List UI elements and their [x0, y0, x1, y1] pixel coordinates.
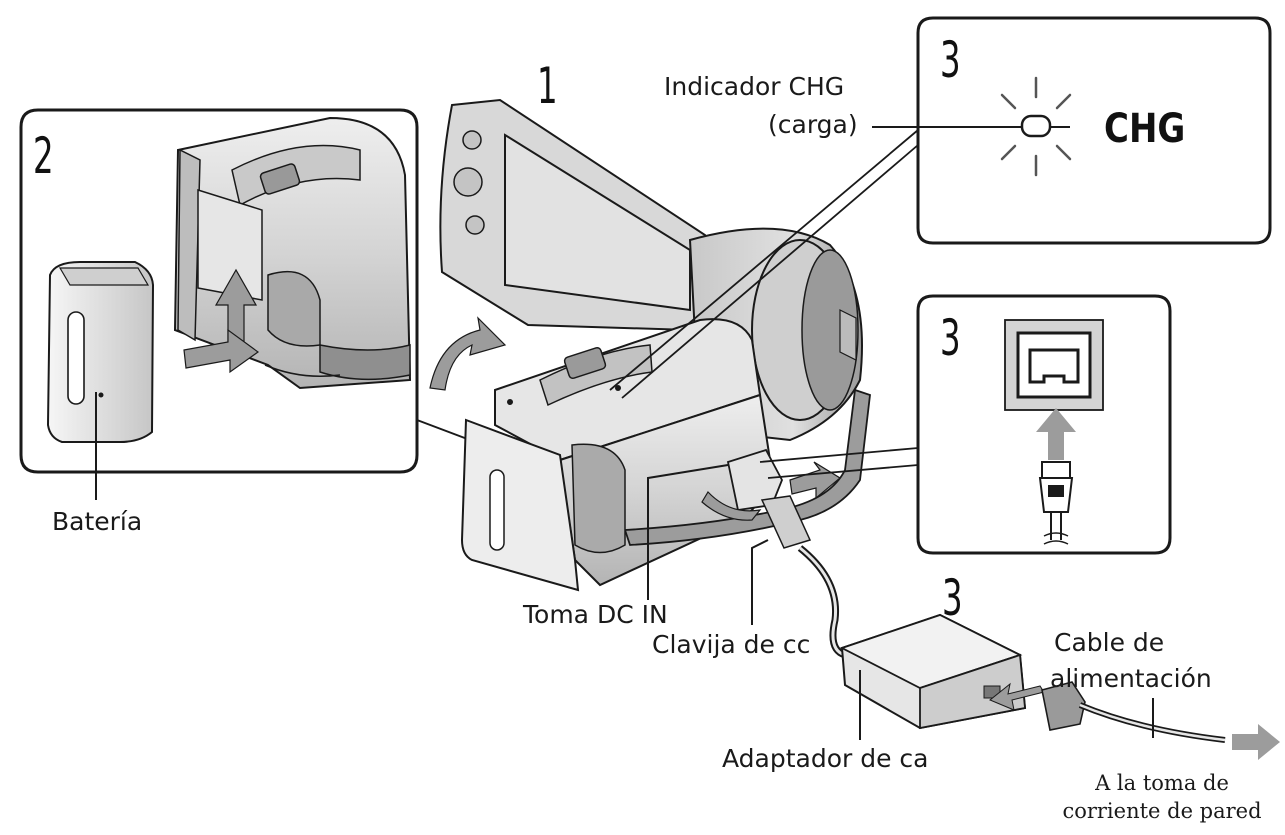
step-number-3-indicator: 3 — [940, 31, 961, 89]
wall-outlet-label-line2: corriente de pared — [1062, 799, 1262, 823]
step-number-3-adapter: 3 — [942, 569, 963, 627]
to-wall-outlet-arrow — [1232, 724, 1280, 760]
connect-cord-arrow — [989, 682, 1045, 711]
dc-in-jack-closeup — [1004, 319, 1104, 545]
power-cord-label-line1: Cable de — [1054, 628, 1165, 657]
chg-indicator-label-line2: (carga) — [768, 110, 858, 139]
battery-label: Batería — [52, 507, 143, 536]
battery-pack — [46, 261, 155, 443]
step-number-2: 2 — [33, 127, 54, 185]
chg-lamp — [872, 76, 1072, 177]
ac-adapter-label: Adaptador de ca — [722, 744, 929, 773]
chg-indicator-label-line1: Indicador CHG — [664, 72, 845, 101]
dc-plug-label: Clavija de cc — [652, 630, 811, 659]
camcorder-main — [429, 98, 871, 592]
ac-adapter — [839, 613, 1027, 730]
close-lcd-arrow — [429, 316, 507, 391]
insert-battery-arrow — [183, 268, 260, 374]
dc-plug-leader-line — [751, 539, 769, 625]
dc-plug — [701, 448, 842, 549]
chg-text: CHG — [1104, 106, 1186, 152]
leader-line-jack — [759, 447, 919, 479]
dc-in-jack-label: Toma DC IN — [523, 600, 668, 629]
dc-in-leader-line — [647, 464, 729, 600]
step-number-1: 1 — [537, 57, 558, 115]
power-cord-plug — [1041, 681, 1226, 743]
callout-box-step3-indicator — [916, 16, 1272, 245]
leader-line-chg-lamp — [609, 129, 919, 399]
wall-outlet-label-line1: A la toma de — [1095, 771, 1229, 795]
leader-line-step2 — [416, 419, 471, 441]
step-number-3-jack: 3 — [940, 309, 961, 367]
power-cord-label-line2: alimentación — [1050, 664, 1212, 693]
